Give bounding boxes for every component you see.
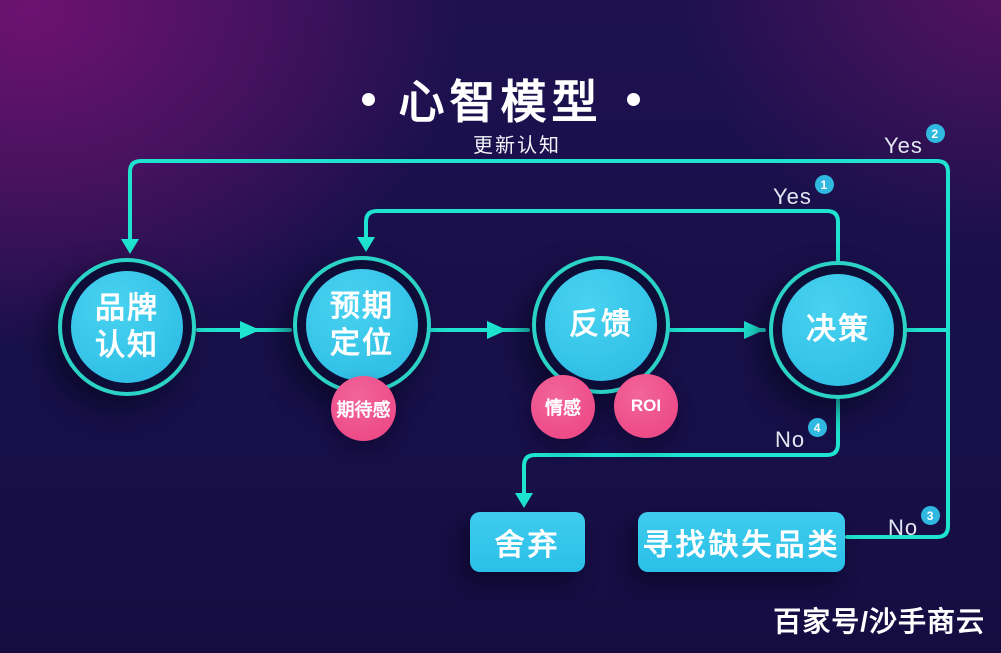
- subnode-emotion-label: 情感: [545, 398, 581, 418]
- title-bullet-left-icon: [361, 92, 375, 106]
- title-bullet-right-icon: [626, 92, 640, 106]
- branch-yes1-badge: 1: [814, 175, 834, 194]
- node-brand-awareness: 品牌 认知: [58, 258, 196, 396]
- branch-no4-badge: 4: [808, 418, 828, 437]
- node-brand-awareness-label: 品牌 认知: [95, 291, 159, 363]
- connector-no4: [522, 398, 840, 499]
- branch-no3-text: No: [888, 515, 919, 540]
- page-title-text: 心智模型: [398, 76, 603, 128]
- branch-label-yes1: Yes 1: [773, 175, 834, 210]
- connector-yes1: [364, 209, 840, 263]
- branch-yes1-text: Yes: [773, 184, 812, 209]
- arrowhead-expect-feedback: [487, 321, 507, 339]
- subnode-roi: ROI: [614, 374, 678, 438]
- branch-label-no4: No 4: [775, 418, 828, 453]
- update-cognition-label: 更新认知: [473, 135, 561, 157]
- node-expected-positioning: 预期 定位: [293, 256, 431, 394]
- outcome-abandon: 舍弃: [470, 512, 585, 572]
- branch-no3-badge: 3: [921, 506, 941, 525]
- subnode-expectation: 期待感: [331, 376, 396, 441]
- outcome-find-missing-category: 寻找缺失品类: [638, 512, 845, 572]
- subnode-roi-label: ROI: [630, 396, 662, 415]
- outcome-find-missing-category-label: 寻找缺失品类: [642, 529, 841, 562]
- node-decision-label: 决策: [806, 313, 870, 347]
- subnode-emotion: 情感: [531, 375, 595, 439]
- node-expected-positioning-label: 预期 定位: [330, 289, 394, 361]
- node-feedback-label: 反馈: [569, 308, 633, 342]
- page-title: 心智模型: [0, 66, 1001, 132]
- branch-label-yes2: Yes 2: [884, 124, 945, 159]
- branch-label-no3: No 3: [888, 506, 941, 541]
- branch-yes2-text: Yes: [884, 133, 923, 158]
- node-feedback: 反馈: [532, 256, 670, 394]
- arrowhead-into-brand: [121, 239, 139, 254]
- arrowhead-into-expect: [357, 237, 375, 252]
- branch-yes2-badge: 2: [925, 124, 945, 143]
- outcome-abandon-label: 舍弃: [494, 529, 561, 562]
- arrowhead-brand-expect: [240, 321, 260, 339]
- arrowhead-feedback-decision: [744, 321, 764, 339]
- branch-no4-text: No: [775, 427, 806, 452]
- connector-no3: [845, 330, 950, 539]
- watermark-byline: 百家号/沙手商云: [773, 606, 985, 637]
- arrowhead-into-abandon: [515, 493, 533, 508]
- node-decision: 决策: [769, 261, 907, 399]
- subnode-expectation-label: 期待感: [336, 399, 391, 420]
- connector-update-loop: [128, 159, 950, 330]
